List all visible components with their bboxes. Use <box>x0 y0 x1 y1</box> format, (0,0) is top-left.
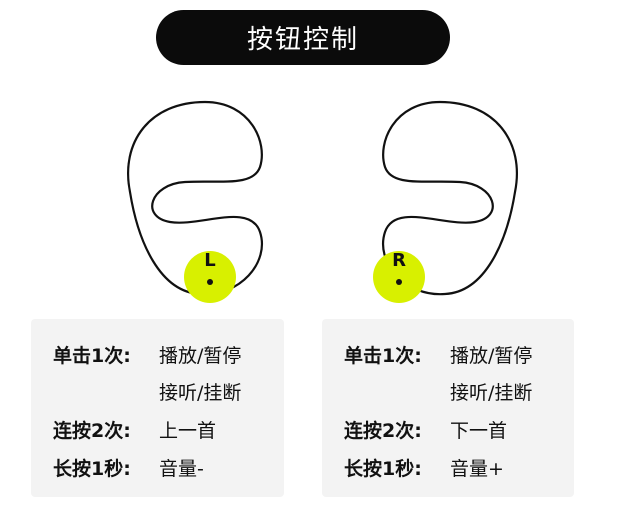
gesture-label: 单击1次: <box>53 344 131 367</box>
gesture-label: 长按1秒: <box>53 457 131 480</box>
gesture-action: 播放/暂停 <box>159 344 242 367</box>
gesture-action: 音量- <box>159 457 204 480</box>
right-touch-zone <box>373 251 425 303</box>
gesture-label: 连按2次: <box>53 419 131 442</box>
list-item: 接听/挂断 <box>344 376 564 406</box>
right-marker: R <box>392 250 406 271</box>
gesture-label: 连按2次: <box>344 419 422 442</box>
list-item: 接听/挂断 <box>53 376 274 406</box>
left-earbud-icon: L <box>127 100 263 303</box>
gesture-action: 播放/暂停 <box>450 344 533 367</box>
right-earbud-icon: R <box>373 100 518 303</box>
list-item: 单击1次: 播放/暂停 <box>53 339 274 369</box>
left-touch-zone <box>184 251 236 303</box>
left-controls-panel: 单击1次: 播放/暂停 接听/挂断 连按2次: 上一首 长按1秒: 音量- <box>31 319 284 497</box>
list-item: 连按2次: 上一首 <box>53 414 274 444</box>
gesture-action: 音量+ <box>450 457 504 480</box>
right-controls-panel: 单击1次: 播放/暂停 接听/挂断 连按2次: 下一首 长按1秒: 音量+ <box>322 319 574 497</box>
list-item: 长按1秒: 音量+ <box>344 452 564 482</box>
gesture-action: 接听/挂断 <box>159 381 242 404</box>
gesture-action: 上一首 <box>159 419 217 442</box>
title-banner: 按钮控制 <box>156 10 450 65</box>
list-item: 长按1秒: 音量- <box>53 452 274 482</box>
list-item: 连按2次: 下一首 <box>344 414 564 444</box>
page-title: 按钮控制 <box>246 25 359 55</box>
right-earbud-diagram: R <box>335 82 535 312</box>
gesture-label: 长按1秒: <box>344 457 422 480</box>
list-item: 单击1次: 播放/暂停 <box>344 339 564 369</box>
left-marker: L <box>204 250 215 271</box>
gesture-action: 下一首 <box>450 419 508 442</box>
gesture-label: 单击1次: <box>344 344 422 367</box>
left-earbud-diagram: L <box>110 82 310 312</box>
gesture-action: 接听/挂断 <box>450 381 533 404</box>
